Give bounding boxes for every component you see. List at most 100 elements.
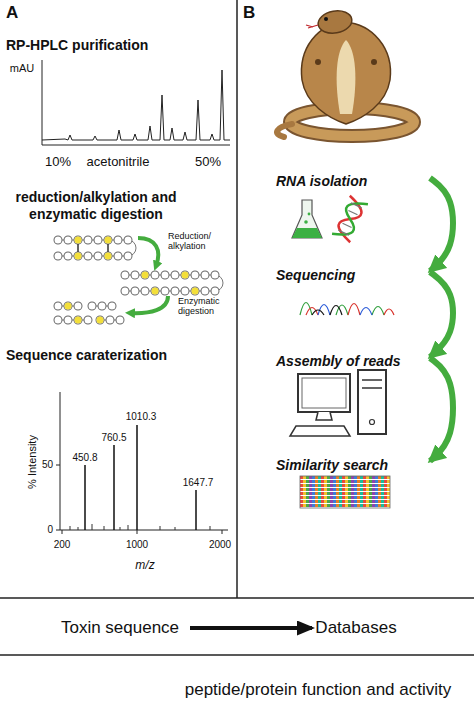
drive-slot: [362, 380, 382, 388]
process-step: RNA isolation: [270, 168, 430, 250]
spectrum-noise: [70, 524, 210, 530]
node-text: Similarity search: [276, 457, 388, 474]
node-text: A: [6, 3, 18, 23]
node-text: B: [243, 3, 255, 23]
node-text: Sequence caraterization: [6, 347, 167, 364]
power-button: [370, 420, 375, 425]
panel-region: B RNA isolationSequencingAssembly of read…: [237, 0, 474, 598]
amino-acid-bead: [58, 240, 129, 256]
monitor-stand: [316, 412, 332, 420]
cysteine-bead: [97, 317, 104, 324]
flow-term: Toxin sequence: [50, 608, 190, 648]
monitor: [298, 374, 350, 412]
peak-label: 1647.7: [183, 477, 214, 489]
snake-belly: [337, 40, 356, 114]
tick-label: 50: [42, 459, 53, 471]
monitor-screen: [302, 378, 346, 408]
flask-bubble: [304, 220, 308, 224]
peak-label: 1010.3: [126, 411, 157, 423]
divider-line: [0, 654, 474, 656]
curved-arrow: [430, 358, 453, 461]
process-step: RP-HPLC purification: [0, 30, 237, 175]
node-text: Toxin sequence: [61, 618, 179, 638]
keyboard: [290, 426, 350, 436]
node-text: RNA isolation: [276, 173, 367, 190]
amino-acid-bead: [125, 275, 216, 291]
cysteine-bead: [192, 288, 199, 295]
alignment-frame: [300, 476, 390, 508]
sequence-trace: [306, 304, 394, 316]
axis-label: 10%: [45, 155, 71, 170]
snake-eye: [324, 17, 328, 21]
axis-label: m/z: [135, 559, 154, 573]
tick-label: 2000: [209, 539, 231, 551]
amino-acid-bead: [125, 275, 216, 291]
dna-strand: [332, 196, 368, 243]
axis-label: 50%: [195, 155, 221, 170]
divider-line: [236, 0, 238, 598]
process-step: Assembly of reads: [270, 348, 430, 446]
tick-label: 0: [47, 524, 53, 536]
caption-text: peptide/protein function and activity: [185, 680, 452, 700]
process-arrow: [138, 238, 158, 266]
node-text: RP-HPLC purification: [6, 37, 148, 54]
cysteine-bead: [75, 317, 82, 324]
hood-marking: [371, 59, 377, 65]
computer-icon: [290, 370, 386, 436]
snake-tongue: [306, 25, 318, 28]
process-arrow: [130, 296, 168, 313]
cysteine-bead: [105, 253, 112, 260]
cysteine-bead: [182, 272, 189, 279]
alignment-rows: [300, 476, 390, 508]
curved-arrow: [430, 272, 453, 357]
tick-label: 1000: [126, 539, 148, 551]
axis-label: mAU: [10, 62, 34, 75]
peak-label: 760.5: [101, 432, 126, 444]
axis-tick: [56, 465, 222, 534]
process-step: Similarity search: [270, 452, 430, 514]
cysteine-bead: [75, 253, 82, 260]
flow-arrow: [190, 626, 312, 630]
computer-tower: [358, 370, 386, 434]
dna-icon: [332, 196, 368, 243]
snake-hood: [301, 22, 390, 124]
process-step: Sequencing: [270, 262, 430, 324]
flask-icon: [292, 200, 322, 238]
cysteine-bead: [75, 237, 82, 244]
chart-axis: [42, 60, 230, 145]
step-note: Reduction/ alkylation: [168, 231, 228, 252]
cysteine-bead: [152, 288, 159, 295]
snake-head: [316, 8, 353, 36]
node-text: Assembly of reads: [276, 353, 401, 370]
chain-backbone: [125, 275, 223, 291]
cysteine-bead: [142, 272, 149, 279]
curved-arrow: [430, 178, 453, 271]
chain-backbone: [58, 240, 136, 256]
cysteine-bead: [105, 237, 112, 244]
cobra-illustration: [277, 8, 414, 137]
tick-label: 200: [54, 539, 71, 551]
divider-line: [0, 597, 474, 599]
amino-acid-bead: [58, 240, 129, 256]
node-text: reduction/alkylation and enzymatic diges…: [6, 189, 186, 223]
step-note: Enzymatic digestion: [178, 296, 233, 317]
axis-label: % Intensity: [26, 435, 39, 489]
flask-bubble: [308, 213, 311, 216]
sequence-trace: [300, 303, 384, 316]
sequence-alignment: [300, 476, 390, 508]
node-text: Sequencing: [276, 267, 355, 284]
spectrum-peak: [85, 425, 196, 530]
axis-label: acetonitrile: [87, 155, 150, 170]
chromatogram-trace: [42, 70, 230, 140]
node-text: Databases: [315, 618, 396, 638]
snake-tail: [277, 124, 292, 137]
peak-label: 450.8: [72, 452, 97, 464]
dna-rung: [338, 203, 362, 235]
sequence-trace: [312, 306, 342, 316]
sequence-trace: [318, 305, 372, 316]
dna-strand: [332, 196, 368, 243]
flask-liquid: [292, 228, 322, 238]
